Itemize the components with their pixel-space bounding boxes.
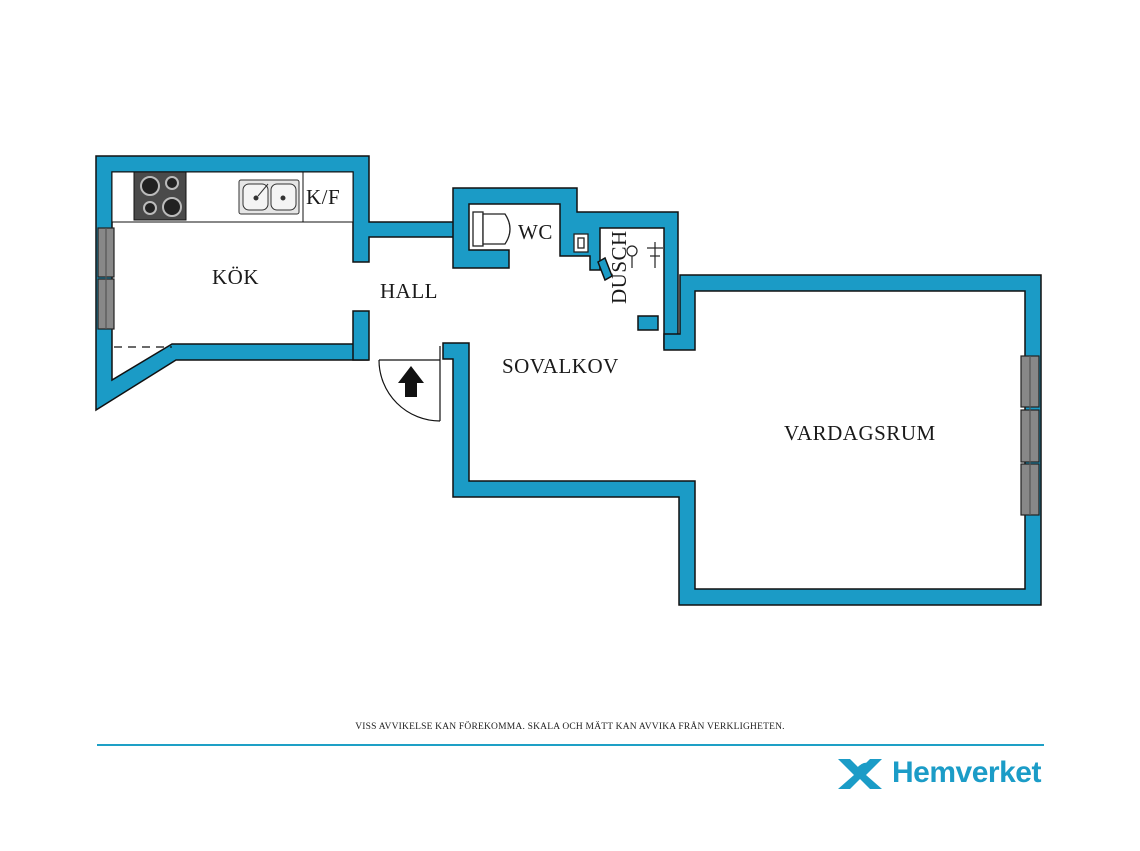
room-label-kok: KÖK bbox=[212, 265, 259, 289]
entrance-arrow-icon bbox=[398, 366, 424, 397]
windows bbox=[97, 227, 1040, 516]
shower-icon bbox=[626, 242, 663, 268]
hall-wall-stub bbox=[352, 310, 370, 361]
room-label-hall: HALL bbox=[380, 279, 438, 303]
room-label-wc: WC bbox=[518, 220, 553, 244]
shower-glass-edge bbox=[597, 256, 613, 282]
disclaimer-text: VISS AVVIKELSE KAN FÖREKOMMA. SKALA OCH … bbox=[355, 722, 785, 732]
room-label-kf: K/F bbox=[306, 185, 340, 209]
room-label-sovalkov: SOVALKOV bbox=[502, 354, 619, 378]
shower-partition bbox=[637, 315, 659, 331]
room-label-vardagsrum: VARDAGSRUM bbox=[784, 421, 936, 445]
brand-logo: Hemverket bbox=[836, 752, 1048, 794]
sink-icon bbox=[238, 179, 300, 215]
footer-divider bbox=[97, 744, 1044, 746]
room-label-dusch: DUSCH bbox=[607, 230, 631, 304]
griffin-logo-icon bbox=[838, 759, 882, 789]
wc-wall bbox=[452, 187, 679, 349]
stove-icon bbox=[133, 171, 187, 221]
washbasin-icon bbox=[573, 233, 589, 253]
toilet-icon bbox=[472, 211, 511, 247]
living-wall bbox=[442, 274, 1042, 606]
door-swing-icon bbox=[378, 346, 441, 422]
brand-name: Hemverket bbox=[892, 756, 1041, 789]
walls bbox=[95, 155, 1042, 606]
